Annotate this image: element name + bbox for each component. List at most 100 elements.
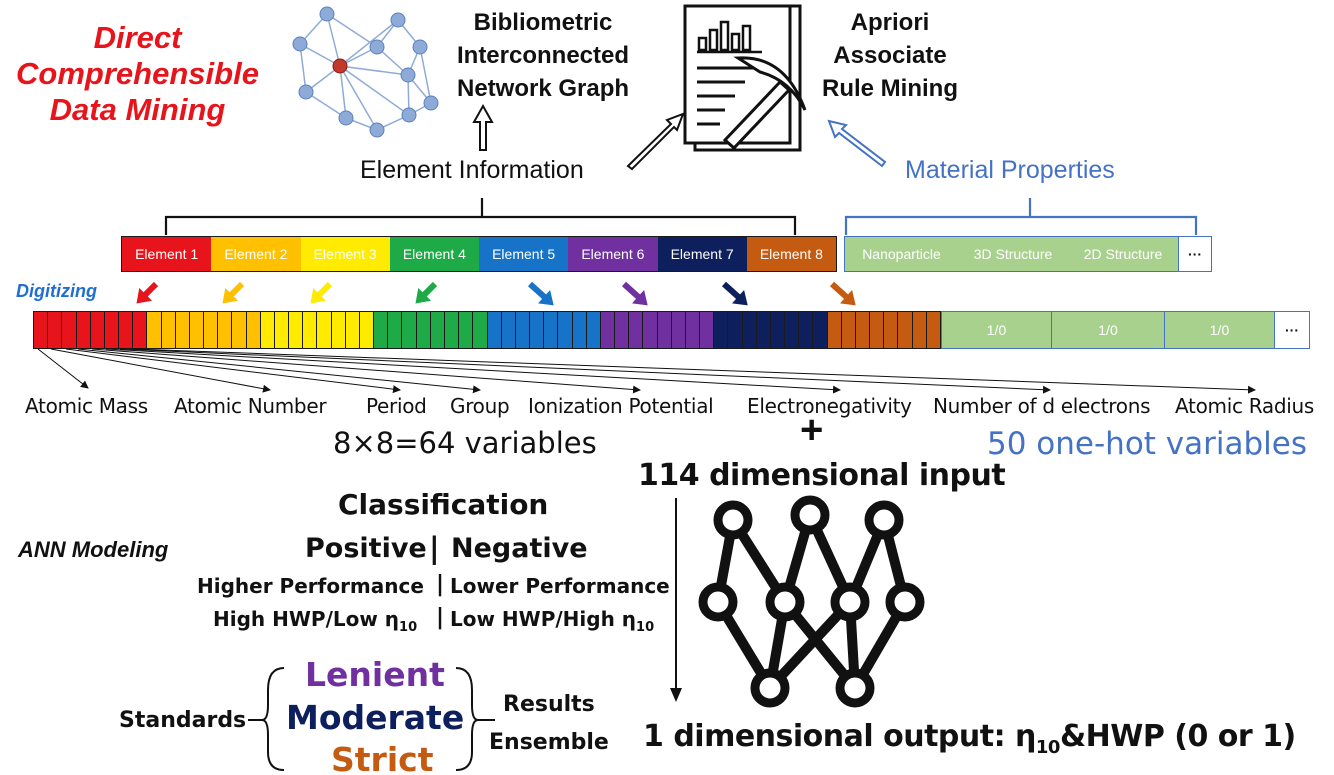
positive-criteria: High HWP/Low η10	[213, 607, 417, 635]
digit-cell-e6-7	[685, 312, 701, 348]
classification-title: Classification	[338, 488, 549, 521]
bibliometric-line-3: Network Graph	[456, 75, 630, 102]
digit-cell-e4-4	[416, 312, 431, 348]
material-properties-label: Material Properties	[905, 156, 1115, 184]
ann-modeling-label: ANN Modeling	[18, 537, 169, 562]
digit-cell-e7-5	[770, 312, 786, 348]
output-suffix: &HWP (0 or 1)	[1059, 719, 1296, 754]
element-brace	[164, 198, 797, 235]
bibliometric-line-2: Interconnected	[456, 42, 630, 69]
element-cell-8: Element 8	[746, 237, 836, 271]
lower-performance: Lower Performance	[450, 574, 670, 598]
digitized-bar	[33, 311, 941, 349]
digit-cell-e5-8	[586, 312, 601, 348]
digit-cell-e3-5	[317, 312, 332, 348]
feature-period: Period	[366, 394, 427, 418]
digit-cell-e8-4	[870, 312, 885, 348]
digitizing-arrow-2	[222, 281, 245, 304]
feature-atomic-radius: Atomic Radius	[1175, 394, 1314, 418]
feature-atomic-number: Atomic Number	[174, 394, 327, 418]
digit-cell-e6-4	[643, 312, 658, 348]
digit-cell-e5-5	[544, 312, 559, 348]
digit-cell-e8-7	[912, 312, 927, 348]
variables-count: 8×8=64 variables	[333, 426, 597, 460]
digit-cell-e3-1	[260, 312, 275, 348]
digit-cell-e1-6	[104, 312, 120, 348]
feature-number-of-d-electrons: Number of d electrons	[933, 394, 1151, 418]
property-bar: Nanoparticle 3D Structure 2D Structure ·…	[844, 236, 1212, 272]
property-brace	[844, 198, 1198, 235]
digit-cell-e6-5	[657, 312, 672, 348]
digit-cell-e5-4	[530, 312, 545, 348]
apriori-line-2: Associate	[833, 42, 947, 69]
digit-cell-e8-8	[926, 312, 940, 348]
digit-cell-e2-7	[232, 312, 247, 348]
digitizing-arrow-4	[415, 281, 438, 304]
digit-cell-e4-6	[444, 312, 460, 348]
digit-cell-e4-5	[430, 312, 445, 348]
digit-cell-e2-1	[147, 312, 162, 348]
input-dimension: 114 dimensional input	[638, 458, 1006, 493]
lenient-label: Lenient	[305, 655, 445, 694]
element-cell-5: Element 5	[479, 237, 569, 271]
neural-network-icon	[698, 495, 925, 708]
positive-criteria-subscript: 10	[399, 620, 418, 635]
digit-cell-e7-1	[714, 312, 729, 348]
classification-negative: Negative	[451, 533, 588, 564]
property-3d-structure: 3D Structure	[973, 246, 1053, 262]
bibliometric-line-1: Bibliometric	[473, 9, 613, 36]
digit-cell-e3-8	[359, 312, 375, 348]
digit-cell-e4-2	[388, 312, 403, 348]
digit-cell-e4-1	[374, 312, 389, 348]
positive-criteria-text: High HWP/Low η	[213, 607, 400, 631]
digit-cell-e6-2	[615, 312, 630, 348]
output-subscript: 10	[1035, 737, 1061, 758]
classification-separator: |	[429, 531, 440, 565]
digit-cell-e6-6	[671, 312, 686, 348]
title-line-3: Data Mining	[49, 92, 226, 127]
digit-cell-e5-7	[572, 312, 587, 348]
digit-cell-e4-3	[402, 312, 417, 348]
results-label: Results	[503, 692, 595, 717]
digit-cell-e2-8	[246, 312, 261, 348]
digitizing-arrow-5	[527, 281, 554, 306]
digit-cell-e7-8	[813, 312, 828, 348]
right-bracket-icon	[455, 667, 479, 771]
element-cell-2: Element 2	[211, 237, 301, 271]
digit-cell-e1-3	[62, 312, 77, 348]
feature-electronegativity: Electronegativity	[747, 394, 912, 418]
left-bracket-icon	[261, 667, 285, 771]
onehot-variables: 50 one-hot variables	[987, 426, 1308, 462]
onehot-cell-3: 1/0	[1165, 312, 1275, 348]
standards-label: Standards	[119, 708, 247, 733]
digit-cell-e5-1	[487, 312, 502, 348]
apriori-line-3: Rule Mining	[822, 75, 958, 102]
feature-atomic-mass: Atomic Mass	[25, 394, 148, 418]
element-cell-6: Element 6	[568, 237, 658, 271]
diagram-title: Direct Comprehensible Data Mining	[0, 20, 275, 128]
feature-group: Group	[450, 394, 510, 418]
digitizing-arrow-7	[721, 281, 748, 306]
digit-cell-e2-4	[189, 312, 205, 348]
element-cell-4: Element 4	[389, 237, 479, 271]
digit-cell-e2-3	[175, 312, 190, 348]
digitizing-arrow-6	[621, 281, 648, 306]
digit-cell-e1-2	[48, 312, 63, 348]
digit-cell-e4-7	[459, 312, 474, 348]
digit-cell-e7-2	[728, 312, 743, 348]
arrow-from-properties-icon	[827, 119, 887, 168]
digit-cell-e8-5	[884, 312, 899, 348]
onehot-cell-1: 1/0	[942, 312, 1052, 348]
property-2d-structure: 2D Structure	[1083, 246, 1163, 262]
property-more: ···	[1178, 237, 1211, 271]
digit-cell-e6-3	[629, 312, 644, 348]
arrow-to-apriori-icon	[626, 112, 685, 171]
title-line-2: Comprehensible	[16, 56, 259, 91]
moderate-label: Moderate	[286, 698, 465, 737]
negative-criteria-subscript: 10	[636, 620, 655, 635]
digit-cell-e3-6	[331, 312, 346, 348]
bibliometric-label: Bibliometric Interconnected Network Grap…	[433, 6, 653, 105]
